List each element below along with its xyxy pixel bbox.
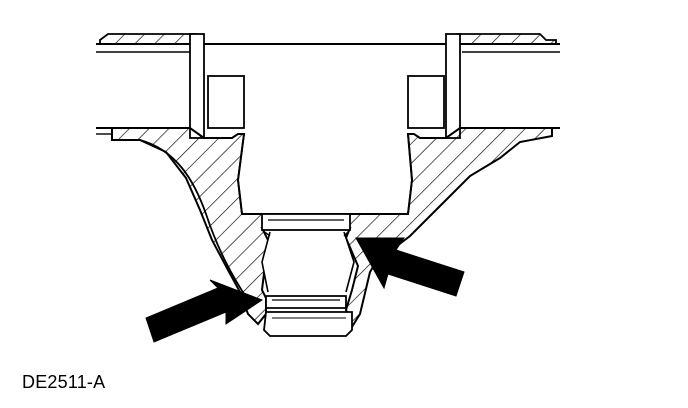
arrow-lower-left	[145, 279, 264, 343]
left-bore-block	[207, 75, 245, 129]
bore-cavity	[240, 136, 410, 293]
left-stud	[189, 33, 205, 139]
right-bore-block	[407, 75, 445, 129]
upper-seal-ring	[261, 213, 351, 237]
lower-seal-ring	[263, 295, 353, 337]
arrow-upper-right	[355, 237, 465, 297]
right-stud	[445, 33, 461, 139]
figure-reference-code: DE2511-A	[22, 372, 106, 392]
top-plate	[96, 33, 560, 135]
